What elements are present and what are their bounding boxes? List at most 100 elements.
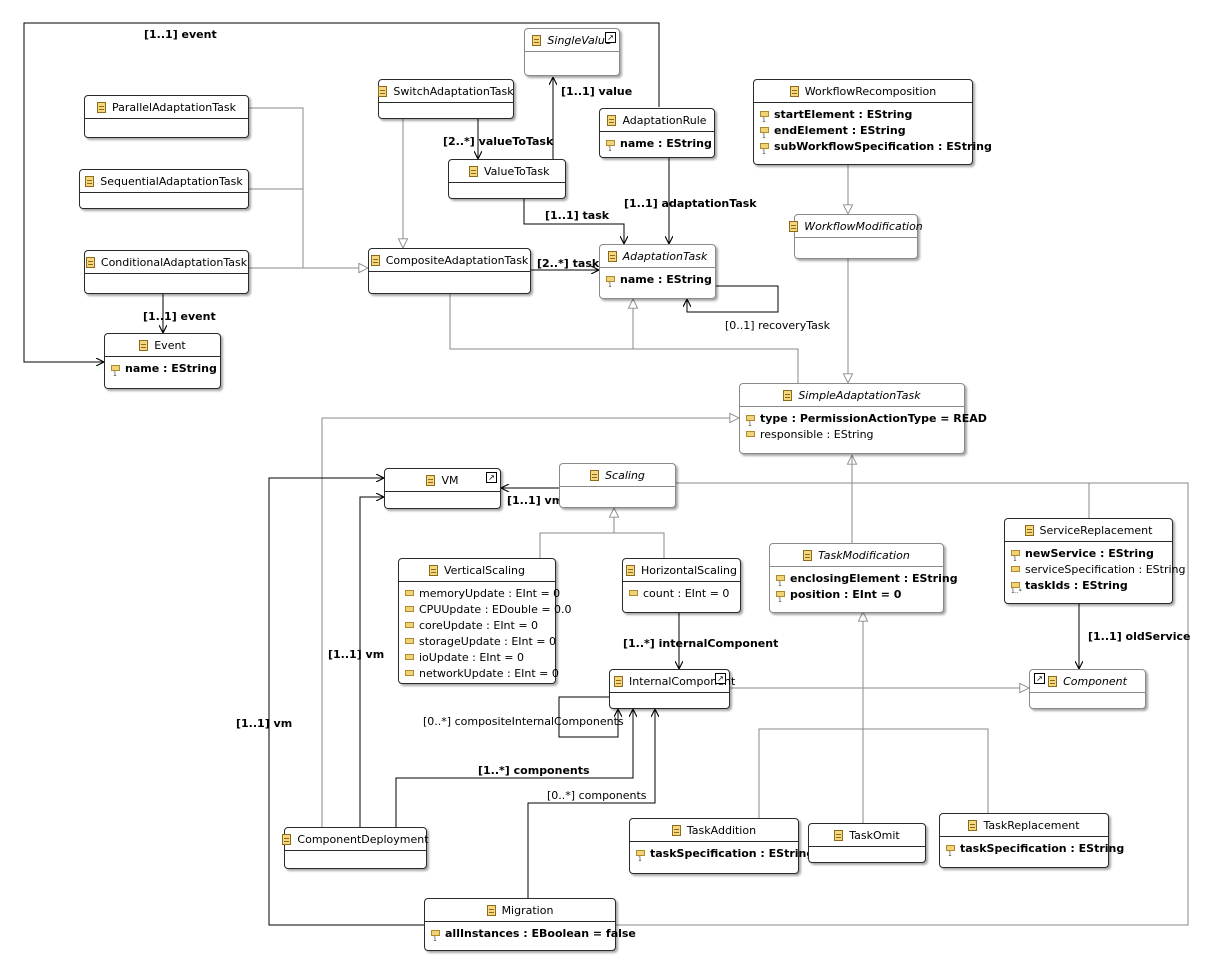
- eclass-icon: [803, 549, 813, 561]
- eclass-icon: [139, 339, 149, 351]
- attribute-icon: [760, 127, 769, 140]
- class-task-modification[interactable]: TaskModification enclosingElement : EStr…: [769, 543, 958, 613]
- attribute-name: name : EString: [606, 271, 712, 289]
- inherit-scaling-edge: [616, 482, 1189, 926]
- attribute-task-specification: taskSpecification : EString: [946, 840, 1124, 858]
- external-link-icon: ↗: [715, 673, 726, 684]
- class-switch-adaptation-task[interactable]: SwitchAdaptationTask: [378, 79, 514, 119]
- attribute-name: name : EString: [606, 135, 712, 153]
- attribute-icon: [636, 850, 645, 863]
- class-workflow-modification[interactable]: WorkflowModification: [789, 214, 923, 259]
- label-internal-component: [1..*] internalComponent: [623, 637, 779, 650]
- class-name: CompositeAdaptationTask: [385, 253, 529, 267]
- attribute-icon: [405, 590, 414, 596]
- attribute-icon: [760, 111, 769, 124]
- class-sequential-adaptation-task[interactable]: SequentialAdaptationTask: [79, 169, 249, 209]
- attribute-end-element: endElement : EString: [760, 122, 968, 140]
- attribute-icon: [405, 670, 414, 676]
- label-recovery-task: [0..1] recoveryTask: [725, 319, 830, 332]
- attribute-icon: [1011, 582, 1022, 595]
- class-name: WorkflowRecomposition: [804, 84, 937, 98]
- eclass-icon: [968, 819, 978, 831]
- class-task-addition[interactable]: TaskAddition taskSpecification : EString: [629, 818, 814, 874]
- label-vm-scaling: [1..1] vm: [507, 494, 564, 507]
- class-scaling[interactable]: Scaling: [559, 463, 676, 508]
- inherit-vertical-edge: [539, 532, 665, 558]
- external-link-icon: ↗: [486, 472, 497, 483]
- class-value-to-task[interactable]: ValueToTask: [448, 159, 566, 199]
- class-name: ServiceReplacement: [1039, 523, 1153, 537]
- attribute-icon: [629, 590, 638, 596]
- class-vertical-scaling[interactable]: VerticalScaling memoryUpdate : EInt = 0 …: [398, 558, 572, 684]
- class-name: SwitchAdaptationTask: [393, 84, 514, 98]
- class-name: Event: [154, 338, 186, 352]
- label-vm-deployment: [1..1] vm: [328, 648, 385, 661]
- class-task-replacement[interactable]: TaskReplacement taskSpecification : EStr…: [939, 813, 1124, 868]
- class-internal-component[interactable]: InternalComponent↗: [609, 669, 735, 709]
- eclass-icon: [783, 389, 793, 401]
- class-adaptation-task[interactable]: AdaptationTask name : EString: [599, 244, 716, 299]
- vm-migration-edge: [268, 478, 424, 926]
- class-name: WorkflowModification: [804, 219, 923, 233]
- class-parallel-adaptation-task[interactable]: ParallelAdaptationTask: [84, 95, 249, 138]
- label-value: [1..1] value: [561, 85, 633, 98]
- class-horizontal-scaling[interactable]: HorizontalScaling count : EInt = 0: [622, 558, 741, 613]
- class-migration[interactable]: Migration allInstances : EBoolean = fals…: [424, 898, 636, 951]
- label-adaptation-task: [1..1] adaptationTask: [624, 197, 757, 210]
- eclass-icon: [607, 114, 617, 126]
- label-components-migration: [0..*] components: [547, 789, 647, 802]
- class-name: Scaling: [605, 468, 645, 482]
- attribute-icon: [1011, 566, 1020, 572]
- attribute-responsible: responsible : EString: [746, 426, 960, 442]
- class-name: Component: [1063, 674, 1127, 688]
- label-vm-migration: [1..1] vm: [236, 717, 293, 730]
- attribute-task-ids: taskIds : EString: [1011, 577, 1168, 595]
- class-component[interactable]: ↗ Component: [1029, 669, 1146, 709]
- class-adaptation-rule[interactable]: AdaptationRule name : EString: [599, 108, 715, 158]
- class-conditional-adaptation-task[interactable]: ConditionalAdaptationTask: [84, 250, 249, 294]
- inherit-taskadd-edge: [758, 728, 989, 818]
- class-name: HorizontalScaling: [640, 563, 737, 577]
- class-task-omit[interactable]: TaskOmit: [808, 823, 926, 863]
- attribute-icon: [111, 365, 120, 378]
- attribute-type: type : PermissionActionType = READ: [746, 410, 987, 428]
- class-vm[interactable]: VM ↗: [384, 468, 501, 509]
- eclass-icon: [607, 250, 617, 262]
- attribute-core-update: coreUpdate : EInt = 0: [405, 617, 551, 633]
- class-workflow-recomposition[interactable]: WorkflowRecomposition startElement : ESt…: [753, 79, 992, 165]
- class-name: AdaptationRule: [622, 113, 707, 127]
- class-name: Migration: [501, 903, 554, 917]
- class-name: ComponentDeployment: [297, 832, 429, 846]
- class-name: ParallelAdaptationTask: [112, 100, 236, 114]
- class-name: SimpleAdaptationTask: [798, 388, 921, 402]
- eclass-icon: [671, 824, 681, 836]
- attribute-position: position : EInt = 0: [776, 586, 939, 604]
- components-deployment-edge: [395, 709, 633, 827]
- eclass-icon: [625, 564, 635, 576]
- external-link-icon: ↗: [1034, 673, 1045, 684]
- vm-deployment-edge: [359, 497, 384, 827]
- attribute-icon: [776, 575, 785, 588]
- eclass-icon: [370, 254, 380, 266]
- components-migration-edge: [527, 709, 655, 898]
- event-loop-edge: [23, 22, 660, 362]
- class-name: TaskOmit: [849, 828, 900, 842]
- label-event: [1..1] event: [143, 310, 216, 323]
- eclass-icon: [834, 829, 844, 841]
- class-simple-adaptation-task[interactable]: SimpleAdaptationTask type : PermissionAc…: [739, 383, 987, 454]
- class-name: VM: [441, 473, 459, 487]
- attribute-new-service: newService : EString: [1011, 545, 1168, 563]
- external-link-icon: ↗: [605, 32, 616, 43]
- eclass-icon: [532, 34, 542, 46]
- class-single-value[interactable]: SingleValue↗: [524, 28, 620, 76]
- attribute-icon: [405, 622, 414, 628]
- attribute-service-specification: serviceSpecification : EString: [1011, 561, 1186, 577]
- class-component-deployment[interactable]: ComponentDeployment: [282, 827, 429, 869]
- eclass-icon: [789, 220, 799, 232]
- inherit-deployment-edge: [321, 418, 739, 827]
- class-service-replacement[interactable]: ServiceReplacement newService : EString …: [1004, 518, 1186, 604]
- class-event[interactable]: Event name : EString: [104, 333, 221, 389]
- eclass-icon: [590, 469, 600, 481]
- class-composite-adaptation-task[interactable]: CompositeAdaptationTask: [368, 248, 531, 294]
